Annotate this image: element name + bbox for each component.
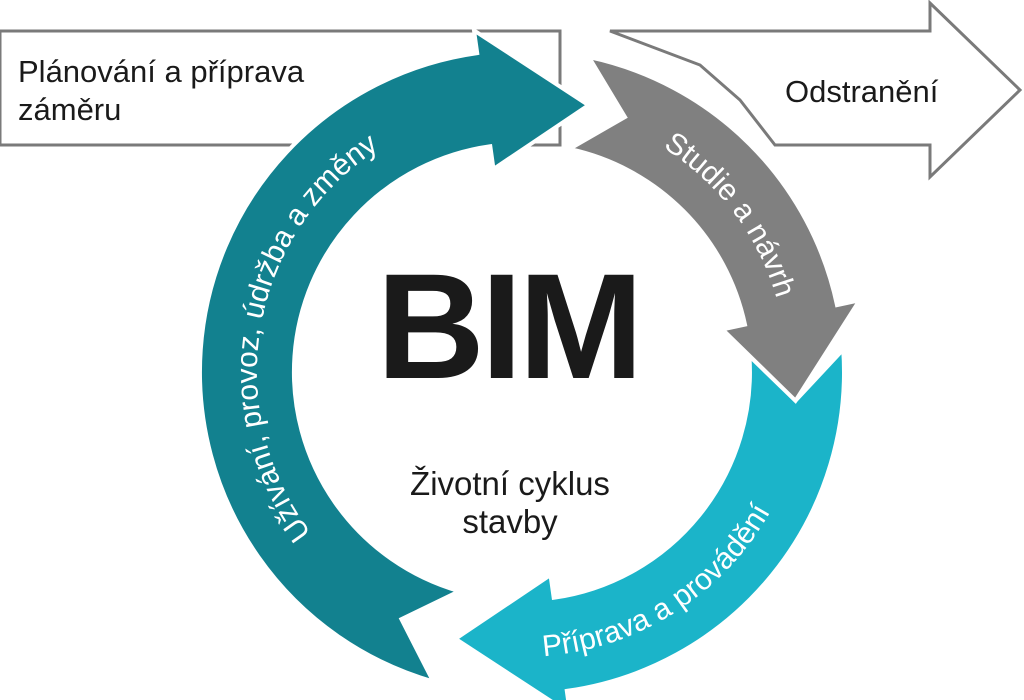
start-arrow-label-line2: záměru: [18, 92, 121, 127]
end-arrow-shape: [609, 0, 1023, 181]
design-phase-arrow: [563, 54, 864, 404]
center-title: BIM: [377, 242, 640, 410]
center-subtitle-line1: Životní cyklus: [410, 465, 610, 502]
usage-phase-arrow: [197, 26, 593, 685]
end-arrow-label: Odstranění: [785, 74, 939, 109]
construction-phase-arrow: [451, 344, 846, 700]
center-subtitle-line2: stavby: [462, 503, 558, 540]
start-arrow-label-line1: Plánování a příprava: [18, 54, 305, 89]
